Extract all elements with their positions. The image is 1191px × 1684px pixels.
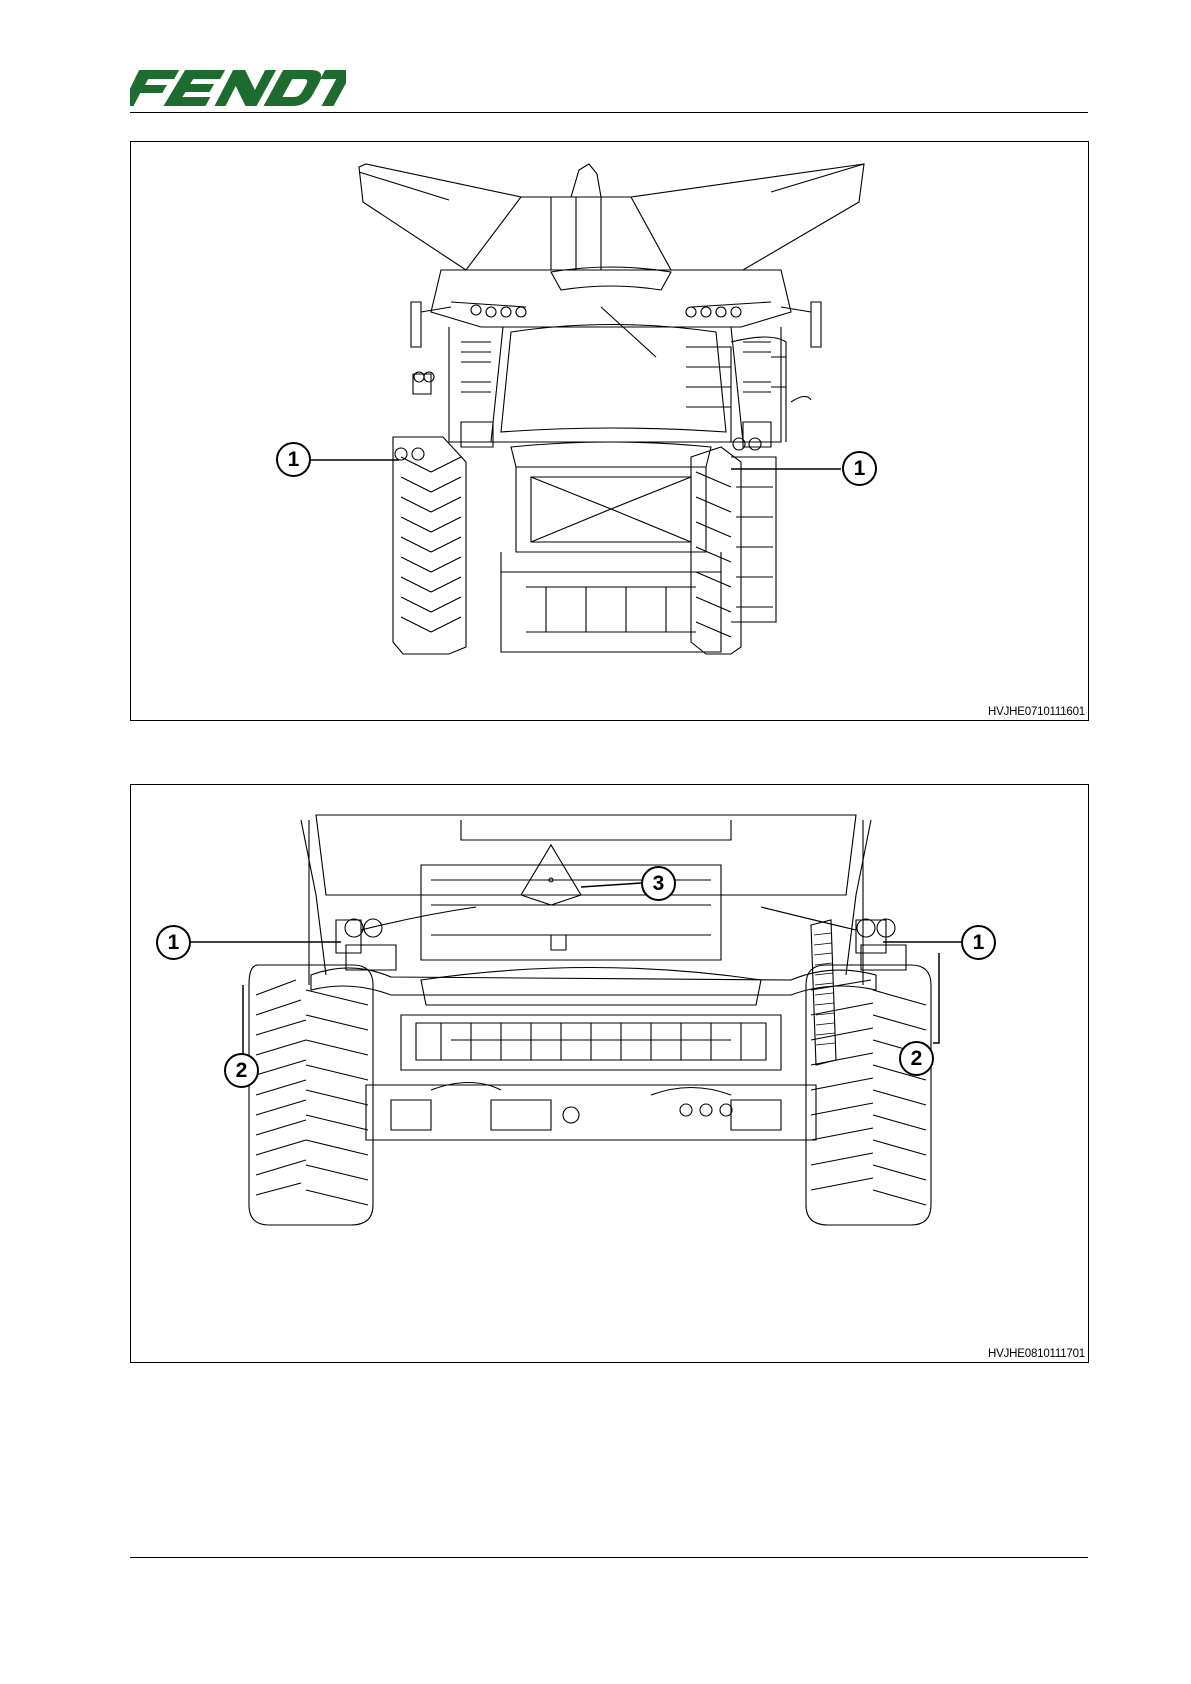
fendt-logo [130,66,346,108]
callout-1-left: 1 [276,442,311,477]
combine-rear-drawing [131,785,1088,1362]
callout-1-right: 1 [961,925,996,960]
figure-front-view: 1 1 HVJHE0710111601 [130,141,1089,721]
figure-rear-view: 3 1 1 2 2 HVJHE0810111701 [130,784,1089,1363]
callout-1-right: 1 [842,451,877,486]
header-rule [130,112,1088,113]
callout-1-left: 1 [156,925,191,960]
combine-front-drawing [131,142,1088,720]
callout-2-left: 2 [224,1053,259,1088]
figure-code: HVJHE0810111701 [988,1348,1085,1360]
callout-3: 3 [641,866,676,901]
figure-code: HVJHE0710111601 [988,706,1085,718]
callout-2-right: 2 [899,1041,934,1076]
footer-rule [130,1557,1088,1558]
